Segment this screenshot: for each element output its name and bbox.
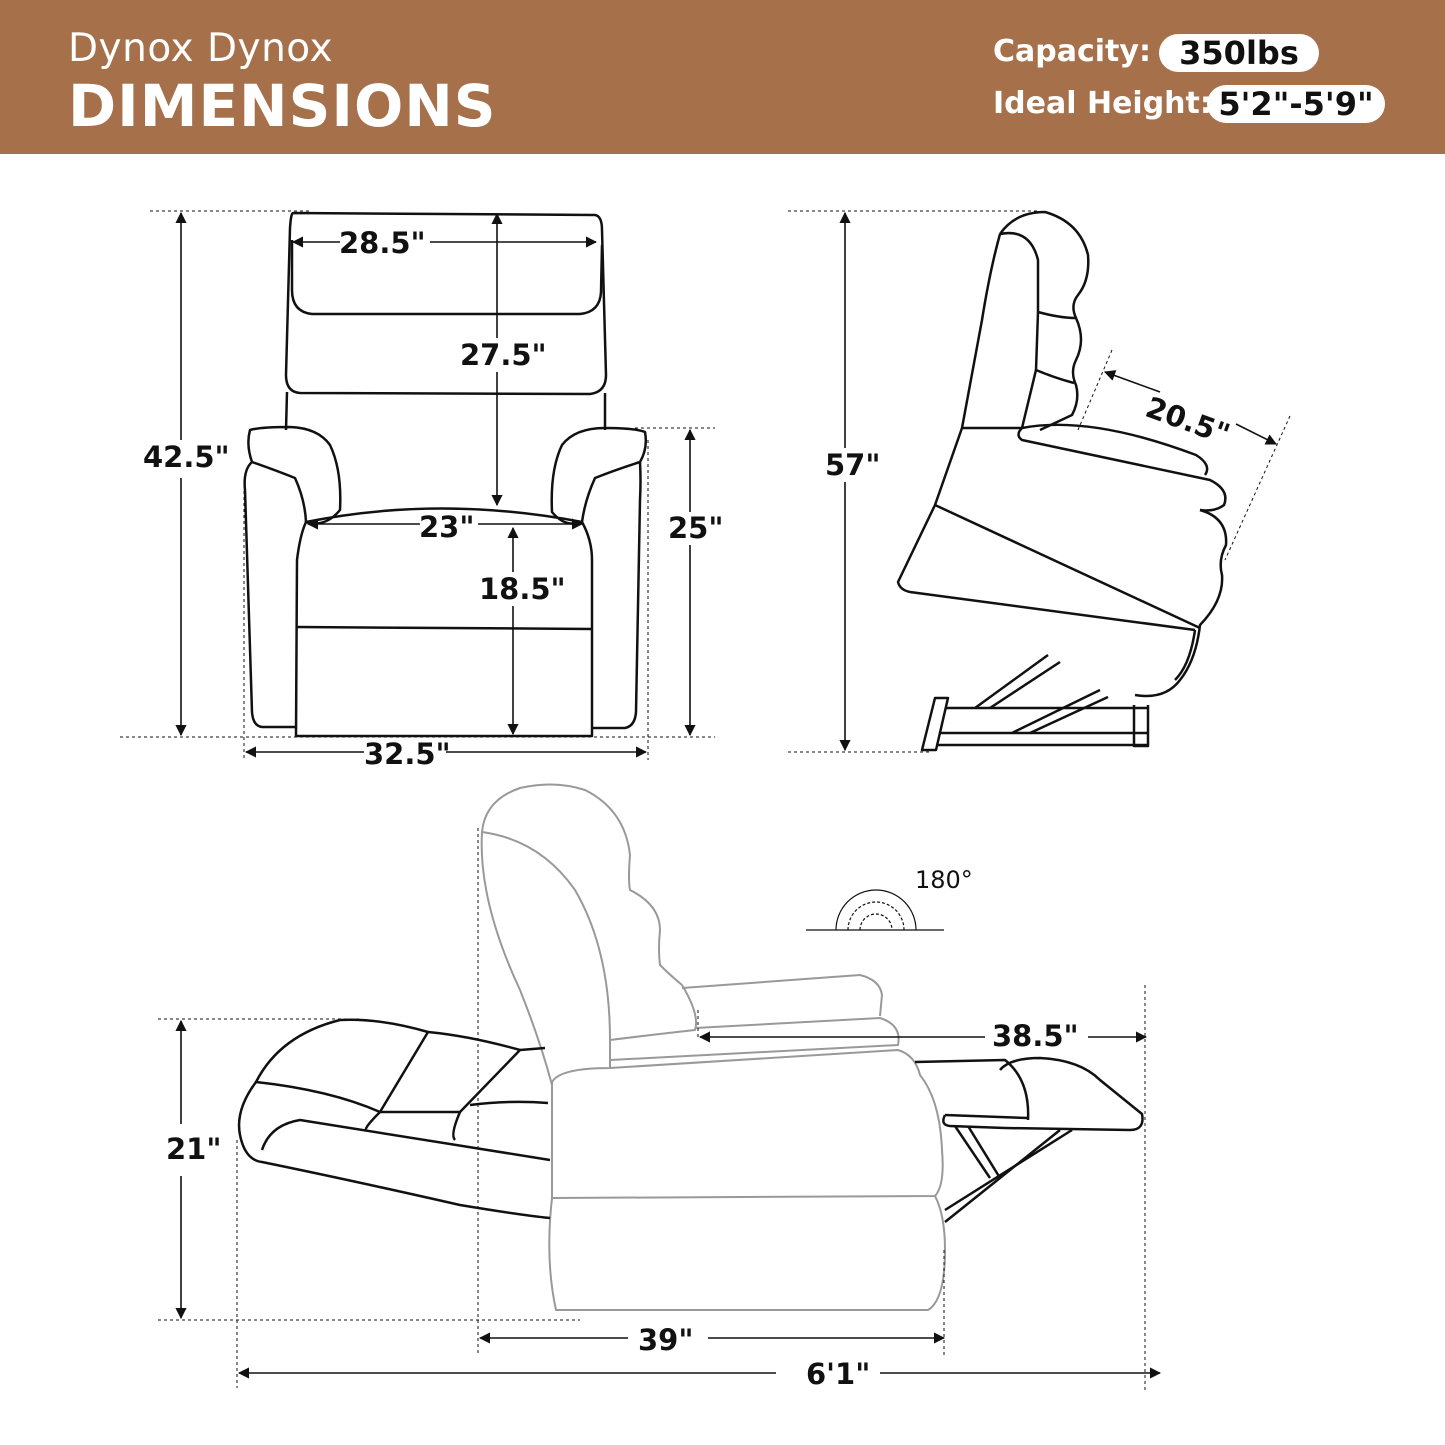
ideal-height-value: 5'2"-5'9" bbox=[1207, 85, 1385, 123]
recline-angle-icon bbox=[806, 889, 944, 931]
back-width-label: 28.5" bbox=[339, 226, 426, 260]
side-view-chair bbox=[896, 210, 1228, 752]
header-banner: Dynox Dynox DIMENSIONS Capacity: 350lbs … bbox=[0, 0, 1445, 154]
ideal-height-label: Ideal Height: bbox=[993, 86, 1212, 121]
total-length-label: 6'1" bbox=[806, 1357, 871, 1391]
lift-height-label: 57" bbox=[825, 448, 881, 482]
front-view-chair bbox=[243, 211, 648, 738]
reclined-chair-outline bbox=[480, 783, 946, 1311]
capacity-value: 350lbs bbox=[1159, 34, 1319, 72]
total-height-label: 42.5" bbox=[143, 440, 230, 474]
total-width-label: 32.5" bbox=[364, 737, 451, 771]
recline-angle-label: 180° bbox=[915, 866, 973, 894]
brand-name: Dynox Dynox bbox=[68, 26, 334, 71]
reclined-chair-parts bbox=[237, 1018, 1144, 1223]
page-title: DIMENSIONS bbox=[68, 72, 497, 140]
arm-height-label: 25" bbox=[668, 511, 724, 545]
capacity-label: Capacity: bbox=[993, 34, 1151, 69]
recline-height-label: 21" bbox=[166, 1132, 222, 1166]
side-view-dimensions bbox=[788, 210, 1291, 753]
recline-view-dimensions bbox=[158, 828, 1162, 1390]
recline-depth-label: 39" bbox=[638, 1323, 694, 1357]
seat-width-label: 23" bbox=[419, 510, 475, 544]
front-view-dimensions bbox=[120, 210, 715, 760]
back-height-label: 27.5" bbox=[460, 338, 547, 372]
seat-height-label: 18.5" bbox=[479, 572, 566, 606]
leg-length-label: 38.5" bbox=[992, 1019, 1079, 1053]
